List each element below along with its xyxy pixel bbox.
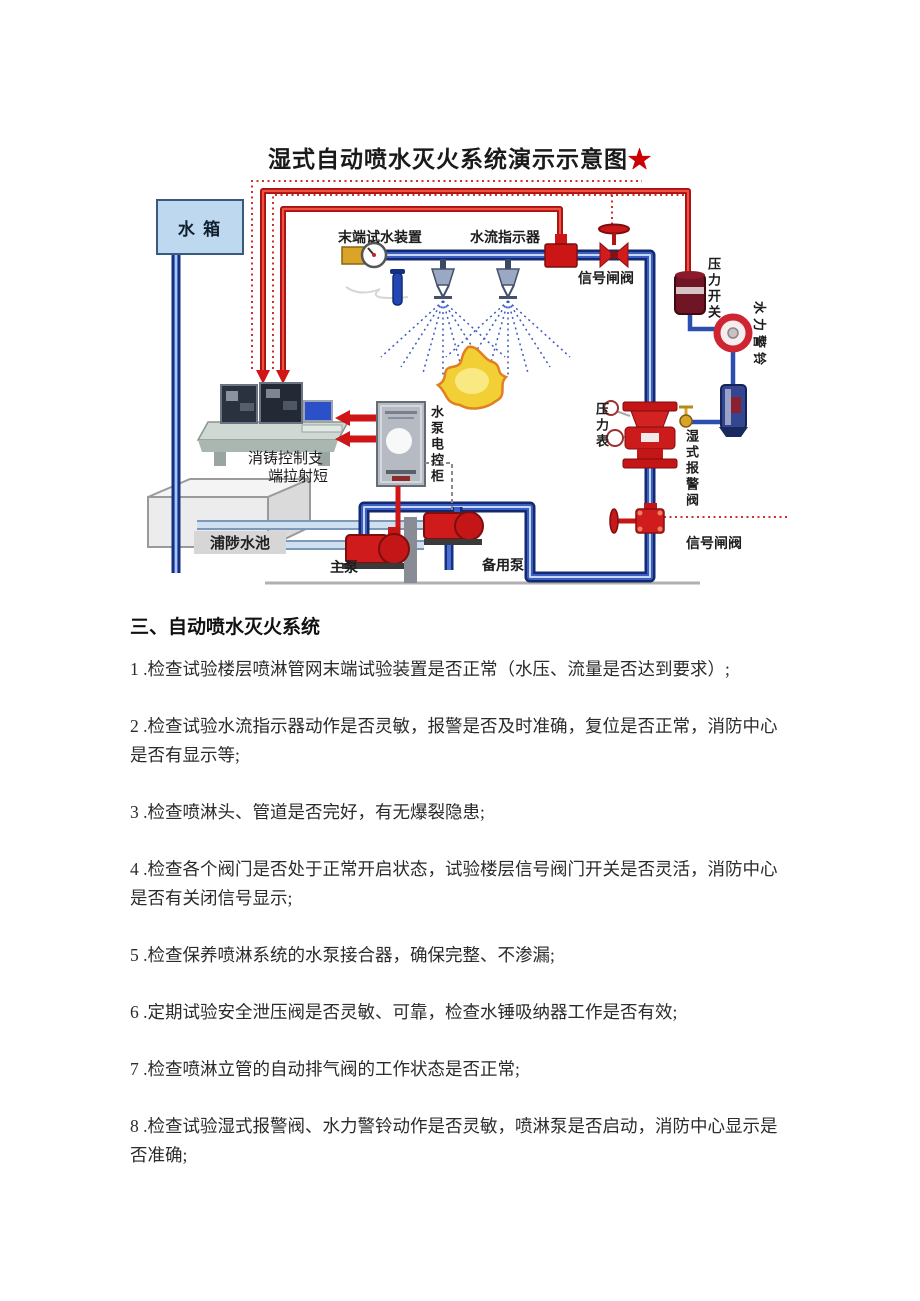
spray-pattern [380,300,506,376]
pressure-switch-label: 压力开关 [706,257,721,321]
sprinkler-icon [380,259,506,376]
main-pump-graphic [342,527,410,569]
console-label-line2: 端拉射短 [268,469,329,485]
end-test-device-graphic [341,241,409,306]
alarm-trim-pipes [687,315,736,425]
system-diagram: 水 箱 末端试水装置 水流指示器 信号闸阀 压力开关 水力警铃 压力表 湿式报警… [0,175,920,600]
fire-pool-label-box: 浦陟水池 [194,531,286,554]
inspection-item-1: 1 .检查试验楼层喷淋管网末端试验装置是否正常（水压、流量是否达到要求）; [130,659,730,679]
console-label-line1: 消铸控制支 [248,451,324,467]
signal-gate-valve-top-graphic [598,223,630,269]
inspection-item-3: 3 .检查喷淋头、管道是否完好，有无爆裂隐患; [130,802,485,822]
red-arrow-left-icon [335,431,350,447]
inspection-item-5: 5 .检查保养喷淋系统的水泵接合器，确保完整、不渗漏; [130,945,555,965]
section-heading: 三、自动喷水灭火系统 [130,617,321,638]
pressure-switch-graphic [674,271,706,315]
pool-wall [404,517,417,583]
inspection-item-7: 7 .检查喷淋立管的自动排气阀的工作状态是否正常; [130,1059,520,1079]
pump-control-cabinet-label: 水泵电控柜 [429,405,444,485]
red-arrow-down-icon [256,370,270,384]
pump-control-cabinet-graphic [376,401,426,487]
signal-gate-valve-top-label: 信号闸阀 [578,272,634,287]
signal-gate-valve-bottom-graphic [609,503,665,534]
water-tank: 水 箱 [156,199,244,255]
flow-indicator-label: 水流指示器 [470,231,540,246]
wet-alarm-valve-graphic [603,400,693,469]
wet-alarm-valve-label: 湿式报警阀 [684,429,699,509]
red-arrow-left-icon [335,410,350,426]
page-title-text: 湿式自动喷水灭火系统演示示意图 [268,146,628,172]
backup-pump-graphic [423,511,484,545]
pressure-gauge-label: 压力表 [594,402,609,450]
inspection-item-8: 8 .检查试验湿式报警阀、水力警铃动作是否灵敏，喷淋泵是否启动，消防中心显示是否… [130,1116,778,1165]
main-blue-piping [358,249,656,583]
star-icon: ★ [628,146,652,172]
backup-pump-label: 备用泵 [482,559,524,574]
alarm-bell-graphic [713,313,753,353]
end-test-device-label: 末端试水装置 [338,231,422,246]
signal-gate-valve-bottom-label: 信号闸阀 [686,537,742,552]
flow-indicator-graphic [544,234,578,268]
control-console-graphic [196,382,350,466]
cabinet-to-backup-pump-dash [425,462,453,513]
inspection-item-6: 6 .定期试验安全泄压阀是否灵敏、可靠，检查水锤吸纳器工作是否有效; [130,1002,678,1022]
fire-pool-label: 浦陟水池 [209,536,270,552]
hydraulic-alarm-bell-label: 水力警铃 [752,301,767,370]
inspection-item-4: 4 .检查各个阀门是否处于正常开启状态，试验楼层信号阀门开关是否灵活，消防中心是… [130,859,778,908]
signal-arrows [335,410,376,447]
water-tank-label: 水 箱 [177,219,223,239]
fire-flame-graphic [435,345,509,410]
retard-chamber-graphic [719,384,748,437]
system-diagram-svg [147,180,788,585]
page-title: 湿式自动喷水灭火系统演示示意图★ [0,0,920,174]
main-pump-label: 主泵 [330,561,358,576]
red-arrow-down-icon [276,370,290,384]
inspection-item-2: 2 .检查试验水流指示器动作是否灵敏，报警是否及时准确，复位是否正常，消防中心是… [130,716,778,765]
red-monitor-pipes [251,180,788,518]
inspection-section: 三、自动喷水灭火系统 1 .检查试验楼层喷淋管网末端试验装置是否正常（水压、流量… [130,612,792,1198]
